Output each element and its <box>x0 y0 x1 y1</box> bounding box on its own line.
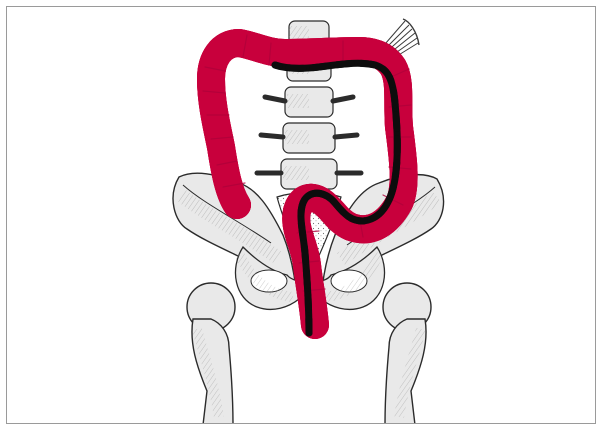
anatomy-illustration <box>7 7 596 424</box>
left-femur <box>187 283 235 424</box>
right-femur <box>383 283 431 424</box>
figure-frame <box>6 6 596 424</box>
